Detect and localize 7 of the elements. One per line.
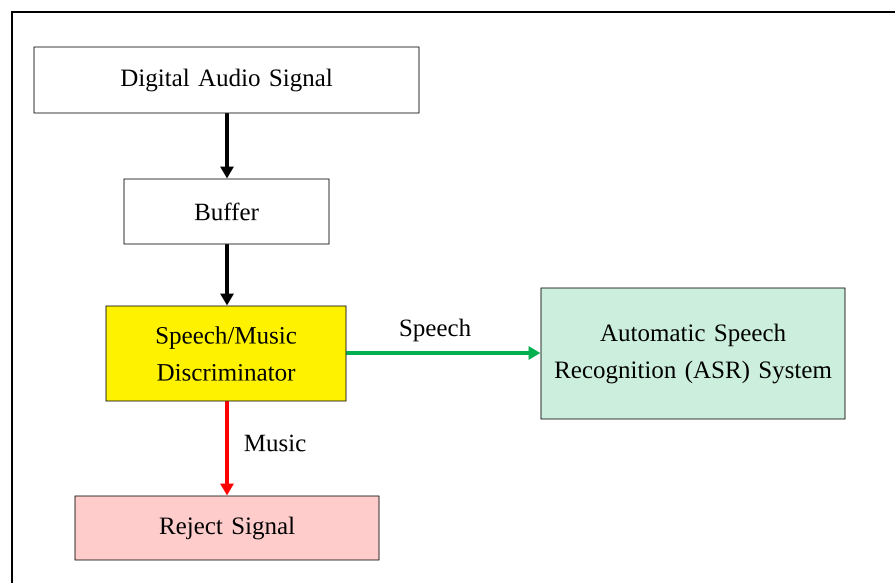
edge-label: Music: [242, 434, 308, 452]
process-box: Reject Signal: [74, 496, 380, 560]
process-box: Automatic Speech Recognition (ASR) System: [540, 288, 846, 420]
process-box: Speech/Music Discriminator: [106, 306, 346, 402]
edge-label: Speech: [398, 318, 472, 342]
process-box: Digital Audio Signal: [34, 46, 420, 114]
process-box: Buffer: [124, 178, 330, 244]
